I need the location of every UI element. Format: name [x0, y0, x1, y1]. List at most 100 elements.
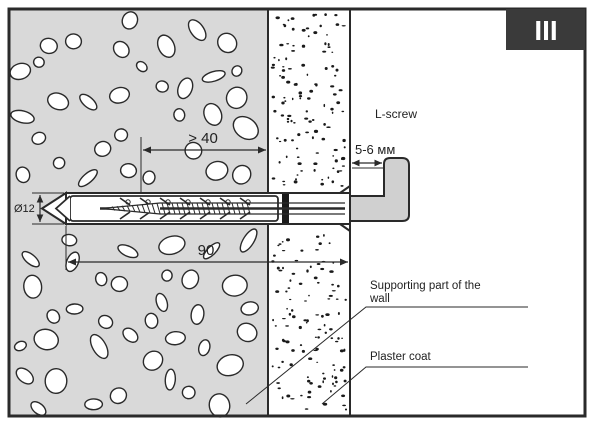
aggregate-stone: [173, 108, 186, 122]
plaster-speckle: [325, 313, 330, 316]
plaster-speckle: [332, 382, 334, 386]
plaster-speckle: [285, 340, 290, 344]
plaster-speckle: [324, 331, 327, 334]
plaster-speckle: [308, 357, 313, 361]
plaster-speckle: [289, 279, 292, 282]
plaster-speckle: [296, 156, 300, 158]
aggregate-stone: [15, 166, 31, 184]
thread-line: [201, 202, 206, 215]
plaster-speckle: [320, 267, 325, 271]
plaster-speckle: [329, 328, 333, 331]
plaster-speckle: [343, 146, 346, 149]
plaster-speckle: [289, 298, 292, 301]
plaster-speckle: [334, 376, 338, 380]
plaster-speckle: [313, 129, 319, 133]
plaster-speckle: [333, 148, 338, 152]
plaster-speckle: [308, 120, 312, 123]
plaster-speckle: [315, 83, 318, 87]
plaster-speckle: [321, 178, 324, 181]
plaster-speckle: [292, 44, 295, 47]
thread-line: [111, 206, 116, 211]
aggregate-stone: [216, 353, 244, 377]
plaster-speckle: [330, 390, 332, 393]
plaster-speckle: [285, 325, 289, 327]
plaster-speckle: [316, 235, 320, 238]
plaster-speckle: [298, 95, 303, 98]
plaster-speckle: [279, 43, 284, 47]
plaster-speckle: [290, 119, 293, 123]
plaster-speckle: [317, 336, 320, 339]
plaster-speckle: [285, 57, 288, 61]
plug-rib: [179, 211, 191, 220]
thread-line: [126, 205, 131, 212]
hole-chamfer: [339, 185, 351, 194]
plaster-speckle: [331, 290, 336, 292]
aggregate-stone: [236, 322, 258, 343]
aggregate-stone: [155, 292, 169, 313]
thread-line: [221, 202, 226, 215]
plaster-speckle: [313, 31, 318, 35]
plaster-speckle: [272, 318, 274, 322]
plaster-speckle: [309, 382, 313, 385]
plaster-speckle: [321, 137, 326, 141]
plaster-speckle: [327, 176, 330, 179]
thread-line: [246, 202, 251, 215]
plaster-speckle: [331, 375, 334, 378]
plaster-speckle: [288, 312, 292, 316]
plaster-speckle: [275, 290, 280, 293]
plaster-speckle: [337, 284, 340, 288]
diagram-frame: [7, 7, 587, 418]
plaster-speckle: [282, 266, 284, 270]
plaster-speckle: [306, 319, 309, 323]
plaster-speckle: [277, 244, 280, 247]
plaster-speckle: [286, 120, 290, 123]
plaster-speckle: [291, 139, 294, 142]
l-screw-label: L-screw: [375, 107, 417, 121]
plaster-speckle: [295, 147, 299, 150]
plaster-speckle: [291, 272, 296, 275]
plaster-speckle: [286, 394, 291, 398]
aggregate-stone: [47, 92, 70, 111]
plug-rib: [159, 211, 171, 220]
plaster-speckle: [327, 46, 331, 48]
aggregate-stone: [108, 86, 131, 104]
plaster-speckle: [274, 325, 277, 327]
plaster-speckle: [305, 321, 308, 324]
plaster-coat-leader: [321, 366, 528, 405]
plaster-speckle: [305, 131, 309, 134]
plaster-speckle: [279, 75, 282, 77]
plaster-speckle: [270, 66, 275, 69]
plaster-speckle: [297, 162, 302, 166]
aggregate-stone: [232, 115, 259, 141]
plaster-speckle: [322, 372, 325, 375]
plaster-speckle: [323, 123, 326, 126]
plaster-speckle: [287, 114, 292, 118]
plaster-speckle: [323, 323, 326, 327]
plaster-speckle: [304, 408, 309, 410]
plaster-speckle: [323, 234, 325, 237]
aggregate-stone: [181, 269, 200, 290]
plug-expansion-ribs: [119, 197, 251, 220]
aggregate-stone: [144, 312, 159, 329]
aggregate-stone: [203, 102, 223, 126]
plaster-speckle: [335, 340, 339, 343]
plaster-speckle: [273, 254, 276, 257]
aggregate-stone: [221, 274, 248, 297]
plaster-speckle: [293, 122, 296, 124]
aggregate-stone: [110, 275, 129, 293]
plaster-speckle: [282, 339, 286, 343]
plaster-speckle: [298, 282, 303, 285]
plaster-speckle: [286, 307, 288, 310]
plaster-speckle: [318, 242, 322, 246]
plaster-speckle: [330, 337, 334, 340]
aggregate-stone: [21, 250, 40, 268]
plaster-speckle: [281, 75, 285, 79]
plaster-speckle: [285, 155, 288, 159]
aggregate-stone: [13, 340, 27, 352]
plaster-speckle: [326, 34, 328, 36]
aggregate-stone: [231, 65, 243, 77]
plaster-speckle: [291, 27, 295, 31]
plaster-speckle: [313, 162, 318, 165]
